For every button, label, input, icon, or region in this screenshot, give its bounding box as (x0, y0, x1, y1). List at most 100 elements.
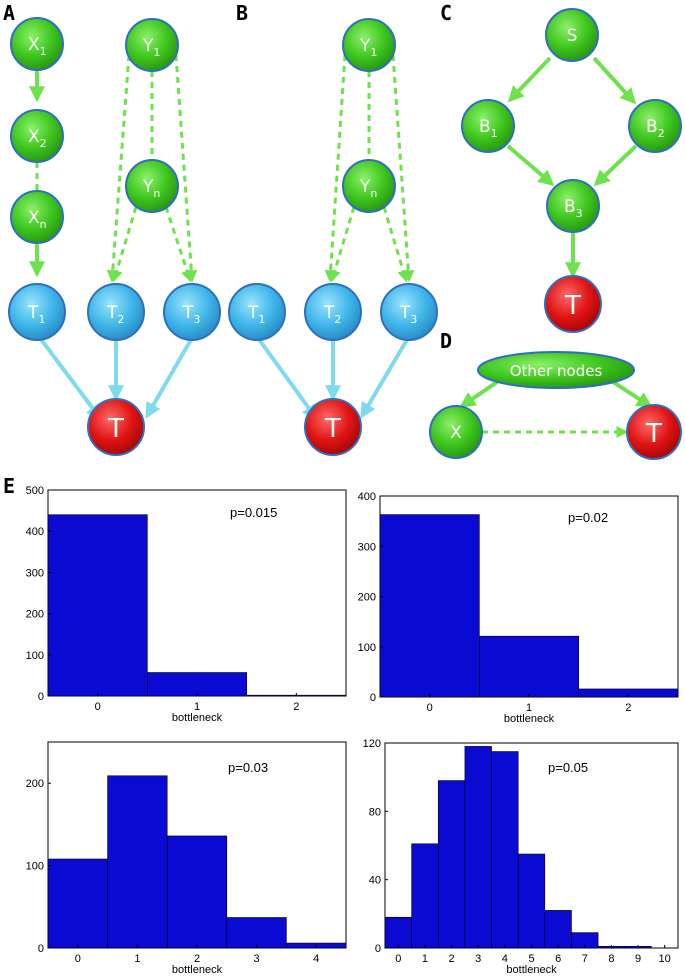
panel-d-nodes: Other nodes X T (429, 351, 682, 460)
node-t3: T3 (163, 283, 221, 341)
x-axis-label: bottleneck (506, 964, 557, 976)
svg-text:Yn: Yn (142, 177, 160, 200)
bar (491, 751, 519, 949)
node-b-target: T (304, 398, 362, 456)
bar (384, 916, 412, 949)
bar (544, 910, 572, 949)
node-y1: Y1 (125, 18, 179, 72)
p-value-annotation: p=0.03 (228, 760, 268, 775)
panel-b-edges (256, 54, 415, 421)
node-b1: B1 (461, 99, 515, 153)
y-tick-label: 120 (363, 738, 381, 750)
panel-c-edges (506, 56, 638, 279)
bar (464, 746, 492, 949)
bar (107, 775, 168, 949)
node-x2: X2 (10, 109, 64, 163)
y-tick-label: 80 (369, 806, 381, 818)
bar (166, 835, 228, 949)
node-c-target: T (544, 275, 602, 333)
x-tick-label: 2 (293, 701, 299, 713)
node-target: T (87, 398, 145, 456)
x-tick-label: 1 (134, 953, 140, 965)
node-d-x: X (429, 405, 483, 459)
y-tick-label: 200 (26, 778, 44, 790)
node-b-target-label: T (324, 414, 341, 444)
node-b-y1: Y1 (342, 18, 396, 72)
y-tick-label: 200 (26, 609, 44, 621)
svg-text:T1: T1 (247, 303, 265, 326)
p-value-annotation: p=0.02 (568, 510, 608, 525)
node-yn-sub: n (153, 187, 160, 200)
node-d-x-label: X (450, 423, 462, 443)
x-tick-label: 7 (582, 953, 588, 965)
edge-t1-t (38, 336, 102, 421)
y-tick-label: 300 (26, 567, 44, 579)
node-c-target-label: T (564, 291, 581, 321)
node-yn-base: Y (142, 177, 154, 197)
svg-text:X2: X2 (28, 127, 47, 150)
node-b-t1: T1 (228, 283, 286, 341)
edge-y1-t2 (106, 54, 131, 283)
y-tick-label: 200 (358, 592, 376, 604)
node-t2-sub: 2 (117, 313, 124, 326)
node-b3: B3 (546, 179, 600, 233)
svg-text:Yn: Yn (359, 177, 377, 200)
panel-d-edges (459, 378, 653, 438)
y-tick-label: 100 (358, 642, 376, 654)
node-t2: T2 (87, 283, 145, 341)
node-b-t3-sub: 3 (410, 313, 417, 326)
node-b-t2: T2 (304, 283, 362, 341)
svg-text:B1: B1 (479, 117, 498, 140)
node-b3-sub: 3 (576, 207, 583, 220)
y-tick-label: 400 (358, 491, 376, 503)
node-other-label: Other nodes (510, 362, 603, 380)
edge-yn-t3 (164, 206, 193, 283)
node-b2-base: B (646, 117, 658, 137)
bar (226, 917, 287, 949)
node-other-nodes: Other nodes (477, 351, 635, 389)
node-x2-sub: 2 (40, 137, 47, 150)
svg-text:B3: B3 (564, 197, 583, 220)
node-b-t2-sub: 2 (334, 313, 341, 326)
node-b-t1-sub: 1 (258, 313, 265, 326)
edge-other-x (459, 378, 502, 408)
node-t1-sub: 1 (38, 313, 45, 326)
x-tick-label: 6 (555, 953, 561, 965)
x-tick-label: 3 (254, 953, 260, 965)
node-y1-base: Y (142, 36, 154, 56)
x-tick-label: 4 (502, 953, 508, 965)
edge-y1-t3 (174, 54, 198, 283)
node-b-t3: T3 (380, 283, 438, 341)
y-tick-label: 0 (375, 943, 381, 955)
edge-b-y1-t2 (324, 54, 347, 283)
x-axis-label: bottleneck (504, 713, 555, 725)
x-tick-label: 10 (659, 953, 671, 965)
x-axis-label: bottleneck (172, 964, 223, 976)
edge-b1-b3 (506, 144, 555, 187)
edge-b2-b3 (593, 144, 638, 187)
y-tick-label: 40 (369, 875, 381, 887)
p-value-annotation: p=0.015 (230, 505, 277, 520)
bar (47, 514, 148, 697)
node-b-yn-base: Y (359, 177, 371, 197)
node-xn-sub: n (40, 218, 47, 231)
svg-text:Y1: Y1 (142, 36, 160, 59)
node-b-t1-base: T (247, 303, 259, 323)
node-b1-base: B (479, 117, 491, 137)
edge-b-t1-t (256, 336, 318, 421)
y-tick-label: 100 (26, 650, 44, 662)
x-tick-label: 1 (194, 701, 200, 713)
panel-letter-e: E (3, 474, 15, 498)
bar (147, 672, 247, 697)
bar (479, 635, 579, 698)
node-b3-base: B (564, 197, 576, 217)
x-tick-label: 1 (526, 702, 532, 714)
svg-text:T3: T3 (182, 303, 200, 326)
node-s-label: S (567, 26, 578, 46)
x-tick-label: 3 (475, 953, 481, 965)
x-tick-label: 2 (625, 702, 631, 714)
edge-other-t (608, 378, 653, 408)
panel-letter-c: C (440, 1, 452, 25)
panel-b-nodes: Y1 Yn T1 T2 T3 T (228, 18, 438, 456)
